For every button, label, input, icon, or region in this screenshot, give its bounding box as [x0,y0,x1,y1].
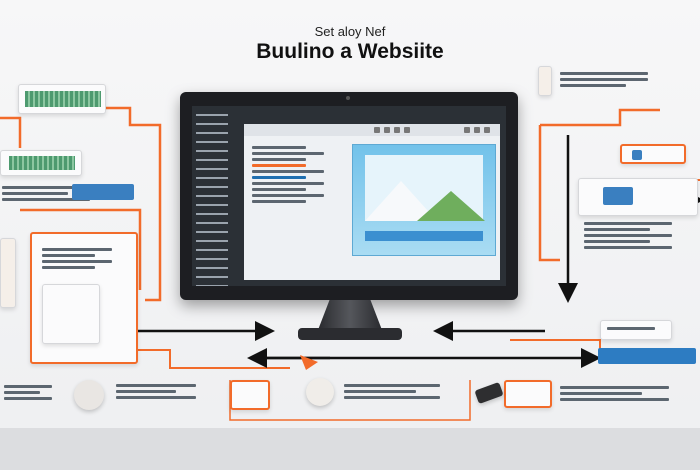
text-block-right-1 [560,72,670,90]
screen-hero-image [352,144,496,256]
monitor-screen [192,106,506,286]
card-left-1 [18,84,106,114]
wire-left-low [20,208,142,290]
text-block-left-1 [2,186,112,204]
panel-text-lines [42,248,130,272]
text-block-bottom-2 [344,384,464,402]
screen-website-preview [244,124,500,280]
monitor-stand-base [298,328,402,340]
card-left-panel [30,232,138,364]
floor-band [0,428,700,470]
wire-right-mid [538,125,560,262]
card-right-2 [620,144,686,164]
card-edge-left [0,238,16,308]
card-bottom-icon [230,380,270,410]
text-line [607,327,667,333]
blue-label-tab [72,184,134,200]
card-left-2 [0,150,82,176]
screen-text-block [252,146,342,206]
text-block-right-bottom [560,386,696,404]
text-block-left-bottom [4,385,64,403]
monitor-stand-neck [318,300,382,330]
pen-icon [306,378,334,406]
diagram-title: Buulino a Websiite [256,40,444,63]
text-block-bottom-1 [116,384,216,402]
hammer-icon [74,380,104,410]
wire-left-mid [0,116,22,148]
webcam-dot [346,96,350,100]
blue-block-graphic [603,187,633,205]
flag-marker-icon [300,355,318,370]
card-bottom-right [504,380,552,408]
monitor-icon [180,92,518,300]
wire-right-bottom [510,339,601,358]
wire-left-top [105,106,162,302]
diagram-subtitle: Set aloy Nef [314,24,386,39]
card-right-tag [538,66,552,96]
hero-caption-bar [365,231,483,241]
card-right-4 [600,320,672,340]
wire-left-bottom [118,349,290,369]
text-block-right-2 [584,222,694,252]
blue-bar-right [598,348,696,364]
browser-toolbar [244,124,500,136]
green-bar-graphic [25,91,101,107]
card-right-3 [578,178,698,216]
panel-inner-box [42,284,100,344]
blue-square-icon [632,150,642,160]
wire-right-top [540,108,660,127]
screen-sidebar [196,114,236,286]
landscape-graphic [365,155,485,221]
green-bar-graphic [9,156,75,170]
